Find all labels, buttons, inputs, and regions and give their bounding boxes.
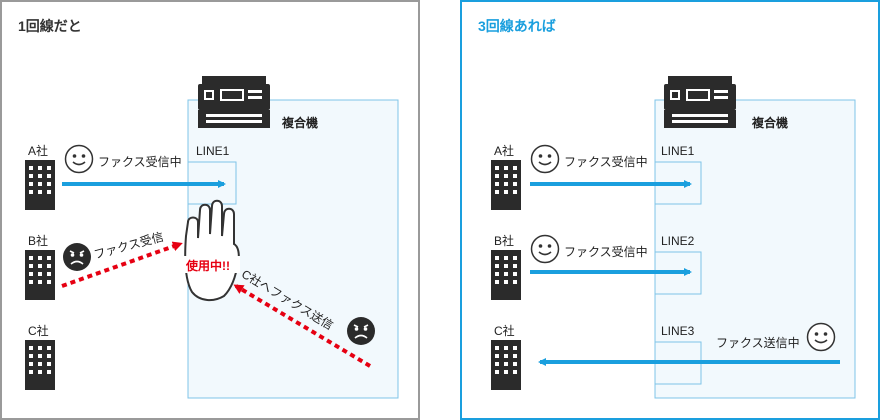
smile-face-icon <box>530 234 560 264</box>
status-label-a: ファクス受信中 <box>564 155 648 169</box>
company-label-a: A社 <box>28 144 49 158</box>
blocked-arrow-b <box>61 241 183 288</box>
company-label-a: A社 <box>494 144 515 158</box>
building-icon-b <box>491 250 521 300</box>
device-label: 複合機 <box>752 116 789 130</box>
line-label: LINE1 <box>196 144 230 158</box>
line-label-2: LINE2 <box>661 234 695 248</box>
sad-face-icon <box>62 242 92 272</box>
panel-title: 3回線あれば <box>478 18 556 34</box>
status-label-c: ファクス送信中 <box>716 336 800 350</box>
smile-face-icon <box>806 322 836 352</box>
company-label-b: B社 <box>28 234 49 248</box>
smile-face-icon <box>530 144 560 174</box>
sad-face-icon <box>346 316 376 346</box>
building-icon-a <box>491 160 521 210</box>
building-icon-c <box>491 340 521 390</box>
multifunction-printer-icon <box>664 76 736 128</box>
company-label-c: C社 <box>28 324 49 338</box>
status-label-a: ファクス受信中 <box>98 155 182 169</box>
smile-face-icon <box>64 144 94 174</box>
multifunction-printer-icon <box>198 76 270 128</box>
building-icon-a <box>25 160 55 210</box>
blocked-arrow-c <box>233 284 372 368</box>
line-label-3: LINE3 <box>661 324 695 338</box>
building-icon-b <box>25 250 55 300</box>
panel-title: 1回線だと <box>18 18 82 34</box>
status-label-b: ファクス受信中 <box>564 245 648 259</box>
stop-hand-icon <box>182 199 240 302</box>
building-icon-c <box>25 340 55 390</box>
device-label: 複合機 <box>282 116 319 130</box>
company-label-c: C社 <box>494 324 515 338</box>
line-label-1: LINE1 <box>661 144 695 158</box>
company-label-b: B社 <box>494 234 515 248</box>
busy-label: 使用中!! <box>186 259 230 273</box>
